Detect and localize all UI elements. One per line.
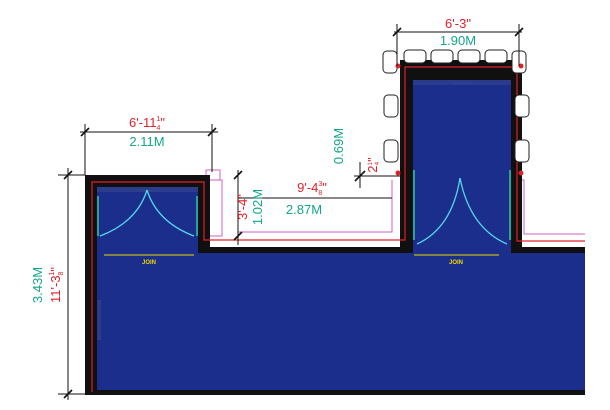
main-room-floor (97, 253, 585, 390)
dim-tick (63, 389, 73, 399)
left-side-strip (97, 300, 101, 340)
left-room-strip (97, 187, 198, 192)
chair-icon (514, 94, 530, 118)
left-step-outline (205, 179, 223, 237)
tower-room-floor (413, 80, 511, 256)
chairs (382, 49, 530, 163)
tower-door-swing-a (416, 177, 461, 245)
chair-icon (484, 49, 508, 64)
tower-panel-r (509, 170, 511, 240)
side-panels (97, 170, 511, 240)
left-door-swing-a (99, 189, 148, 237)
chair-icon (514, 139, 530, 163)
left-room-floor (97, 187, 198, 255)
dim-tick (514, 27, 524, 37)
dim-tick (233, 231, 243, 241)
chair-icon (382, 50, 398, 74)
chair-icon (383, 139, 399, 163)
chair-icon (430, 49, 454, 64)
dim-small-imperial: 214" (365, 157, 381, 173)
corner-dot (518, 63, 524, 69)
left-room-panel-l (97, 196, 99, 236)
dimension-lines (58, 24, 524, 400)
dim-tick (80, 127, 90, 137)
dim-height-metric: 3.43M (30, 267, 45, 303)
chair-icon (403, 49, 427, 64)
corner-dot (395, 63, 401, 69)
dim-tick (392, 27, 402, 37)
join-markers: JOIN JOIN (104, 254, 499, 266)
tower-panel-l (413, 170, 415, 240)
dim-top-metric: 1.90M (440, 33, 476, 48)
left-room-panel-r (196, 196, 198, 236)
red-lines (91, 66, 585, 392)
dim-step-imperial: 3'-4" (235, 194, 250, 220)
edge-strips (97, 80, 511, 192)
dim-mid-metric: 2.87M (286, 202, 322, 217)
chair-icon (383, 94, 399, 118)
tower-room-note: · · · · · · · · · · (453, 81, 471, 85)
dim-tick (207, 127, 217, 137)
dim-top-imperial: 6'-3" (445, 16, 471, 31)
left-door-swing-b (146, 189, 195, 237)
red-inner-line (91, 66, 585, 392)
dim-tick (63, 170, 73, 180)
chair-icon (457, 49, 481, 64)
corner-dots (395, 63, 524, 176)
tower-door-swing-b (459, 177, 508, 245)
corner-dot (395, 170, 401, 176)
tower-room-strip (413, 80, 511, 85)
join-label-left: JOIN (142, 260, 156, 266)
right-outline (520, 179, 585, 235)
door-swings (99, 177, 508, 245)
dim-wing-metric: 2.11M (129, 134, 164, 149)
dim-tick (233, 170, 243, 180)
dim-small-metric: 0.69M (331, 128, 346, 164)
dim-tick (354, 170, 366, 182)
floor-area (97, 80, 585, 390)
dim-step-metric: 1.02M (250, 189, 265, 225)
corner-dot (518, 170, 524, 176)
join-label-right: JOIN (449, 260, 463, 266)
